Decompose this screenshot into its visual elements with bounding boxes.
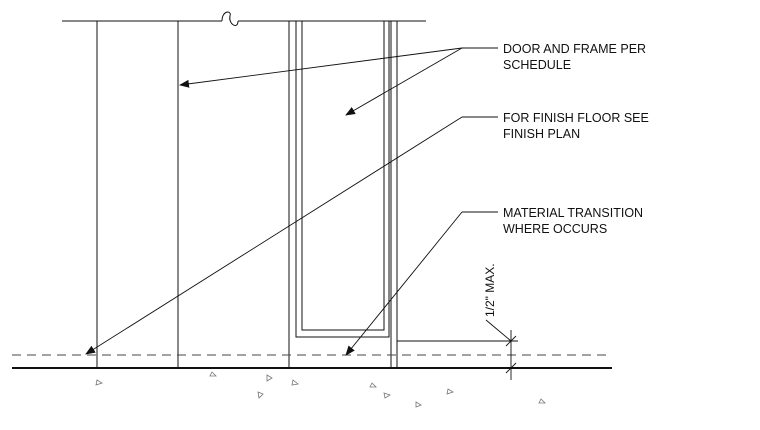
- note-line: SCHEDULE: [503, 58, 572, 72]
- note-line: MATERIAL TRANSITION: [503, 206, 644, 220]
- leader-material-transition: [345, 211, 498, 356]
- dimension-label: 1/2" MAX.: [483, 263, 497, 317]
- note-line: WHERE OCCURS: [503, 222, 608, 236]
- wall-lines: [96, 21, 179, 368]
- leader-finish-floor: [85, 116, 498, 355]
- door-frame: [288, 21, 398, 368]
- note-line: DOOR AND FRAME PER: [503, 42, 647, 56]
- concrete-hatch: [95, 371, 546, 408]
- note-finish-floor: FOR FINISH FLOOR SEE FINISH PLAN: [503, 110, 649, 142]
- leader-door-frame: [179, 47, 498, 116]
- note-door-and-frame: DOOR AND FRAME PER SCHEDULE: [503, 41, 646, 73]
- dimension-half-inch: [397, 319, 518, 380]
- note-line: FINISH PLAN: [503, 127, 581, 141]
- top-break-line: [62, 11, 426, 26]
- note-line: FOR FINISH FLOOR SEE: [503, 111, 649, 125]
- note-material-transition: MATERIAL TRANSITION WHERE OCCURS: [503, 205, 643, 237]
